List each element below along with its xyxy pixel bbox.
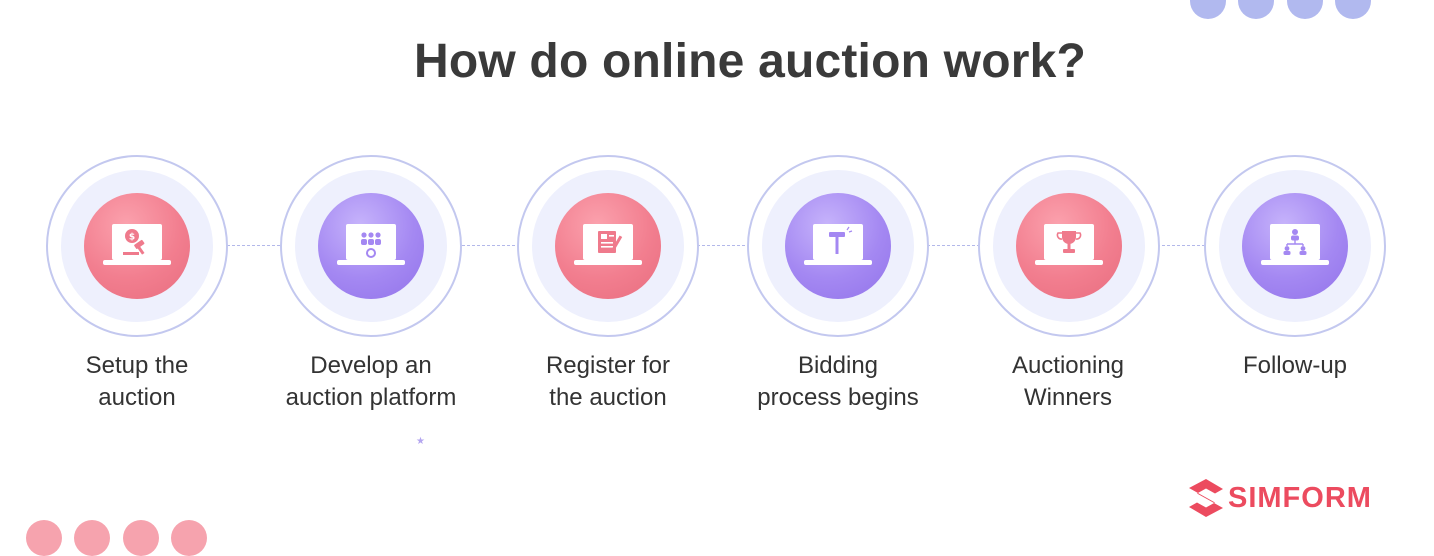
icon-circle	[555, 193, 661, 299]
label-line: Bidding	[797, 352, 879, 379]
label-line: auction platform	[285, 384, 457, 411]
decor-dot-top-2	[1238, 0, 1274, 19]
step-label-bidding: Bidding process begins	[718, 350, 958, 414]
dashed-connector-line	[137, 245, 1295, 246]
step-label-winners: Auctioning Winners	[948, 350, 1188, 414]
label-line: auction	[98, 384, 176, 411]
step-register	[517, 155, 699, 337]
bidding-gavel-icon	[804, 224, 872, 265]
simform-logo-icon	[1189, 479, 1223, 517]
decor-dot-top-4	[1335, 0, 1371, 19]
label-line: Setup the	[85, 352, 189, 379]
label-line: process begins	[757, 384, 919, 411]
step-label-register: Register for the auction	[488, 350, 728, 414]
gavel-coin-icon: $	[103, 224, 171, 265]
label-line: Follow-up	[1242, 352, 1348, 379]
step-bidding	[747, 155, 929, 337]
decor-dot-bottom-4	[171, 520, 207, 556]
step-develop-platform	[280, 155, 462, 337]
page-title: How do online auction work?	[413, 35, 1087, 88]
step-label-setup-auction: Setup the auction	[17, 350, 257, 414]
decor-dot-top-1	[1190, 0, 1226, 19]
decor-dot-bottom-3	[123, 520, 159, 556]
label-line: Winners	[1023, 384, 1113, 411]
registration-form-icon	[574, 224, 642, 265]
step-label-develop-platform: Develop an auction platform	[251, 350, 491, 414]
step-winners	[978, 155, 1160, 337]
icon-circle	[785, 193, 891, 299]
label-line: Auctioning	[1011, 352, 1125, 379]
decor-dot-bottom-2	[74, 520, 110, 556]
icon-circle	[1016, 193, 1122, 299]
decor-dot-bottom-1	[26, 520, 62, 556]
svg-text:$: $	[129, 233, 135, 243]
trophy-icon	[1035, 224, 1103, 265]
step-label-follow-up: Follow-up	[1175, 350, 1415, 382]
label-line: Develop an	[310, 352, 432, 379]
brand-name: SIMFORM	[1228, 481, 1372, 514]
org-chart-icon	[1261, 224, 1329, 265]
icon-circle	[318, 193, 424, 299]
decor-star-icon: ★	[416, 436, 425, 447]
step-follow-up	[1204, 155, 1386, 337]
decor-dot-top-3	[1287, 0, 1323, 19]
label-line: Register for	[545, 352, 671, 379]
simform-logo: SIMFORM	[1188, 478, 1372, 518]
team-platform-icon	[337, 224, 405, 265]
label-line: the auction	[549, 384, 667, 411]
step-setup-auction: $	[46, 155, 228, 337]
icon-circle: $	[84, 193, 190, 299]
icon-circle	[1242, 193, 1348, 299]
